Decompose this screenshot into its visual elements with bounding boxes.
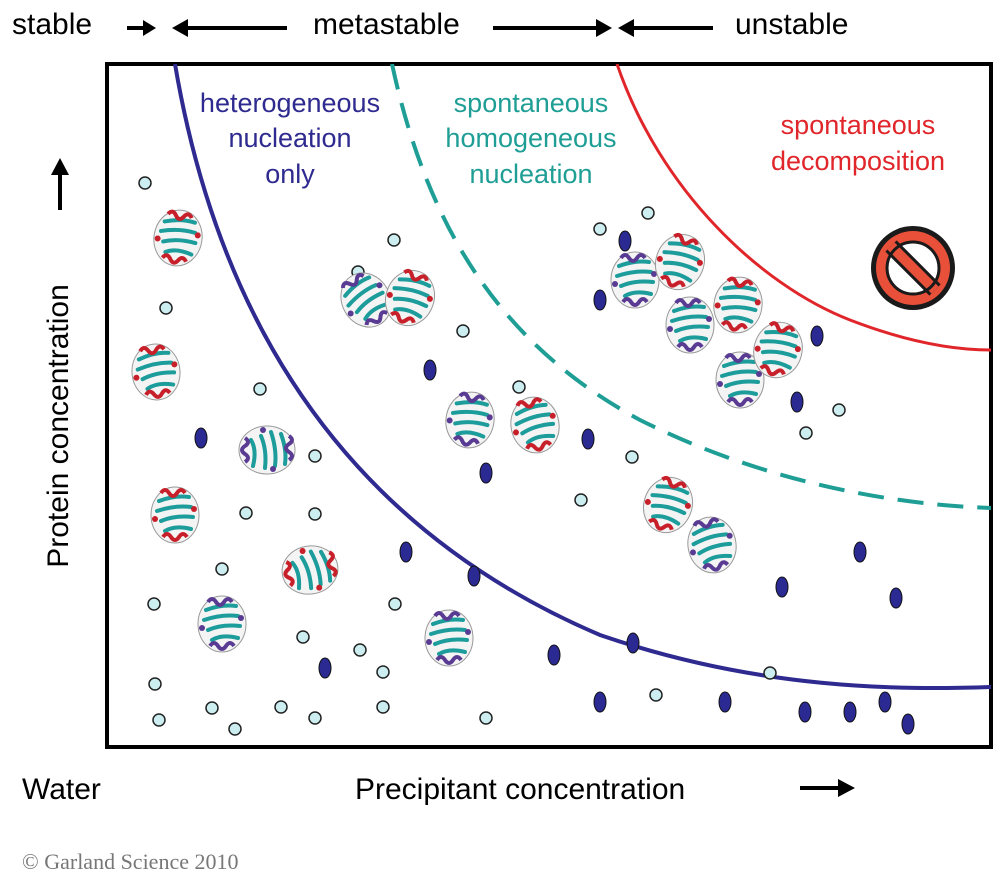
decomposition-region-label: spontaneous decomposition xyxy=(771,110,945,176)
protein-monomer xyxy=(197,595,247,653)
homogeneous-line-3: nucleation xyxy=(469,159,592,189)
no-entry-icon xyxy=(871,226,955,310)
protein-monomer xyxy=(153,209,203,267)
y-axis-up-arrow-icon xyxy=(51,158,69,210)
homogeneous-line-2: homogeneous xyxy=(445,123,616,153)
protein-monomer xyxy=(238,425,296,475)
homogeneous-region-label: spontaneous homogeneous nucleation xyxy=(445,88,616,189)
decomposition-curve xyxy=(615,64,991,352)
protein-monomer xyxy=(131,343,181,401)
protein-monomer xyxy=(445,391,495,449)
protein-monomer xyxy=(610,251,660,309)
protein-molecules xyxy=(131,209,803,667)
protein-monomer xyxy=(713,276,763,334)
protein-monomer xyxy=(753,321,803,379)
metastable-right-arrow-icon xyxy=(493,19,612,37)
protein-monomer xyxy=(654,232,706,291)
heterogeneous-line-1: heterogeneous xyxy=(200,88,380,118)
copyright-credit: © Garland Science 2010 xyxy=(22,849,238,874)
unstable-label: unstable xyxy=(735,8,848,41)
stable-right-arrow-icon xyxy=(127,20,156,36)
x-axis-label: Precipitant concentration xyxy=(355,773,685,806)
protein-monomer xyxy=(687,516,737,574)
heterogeneous-line-2: nucleation xyxy=(228,123,351,153)
water-label: Water xyxy=(22,773,101,806)
protein-monomer xyxy=(384,268,436,327)
heterogeneous-nucleation-curve xyxy=(173,64,991,691)
heterogeneous-line-3: only xyxy=(265,159,315,189)
homogeneous-nucleation-curve xyxy=(390,64,991,510)
decomposition-line-1: spontaneous xyxy=(781,110,936,140)
y-axis-label: Protein concentration xyxy=(42,284,75,568)
stable-label: stable xyxy=(12,8,92,41)
protein-monomer xyxy=(424,609,474,667)
decomposition-line-2: decomposition xyxy=(771,146,945,176)
metastable-label: metastable xyxy=(313,8,460,41)
protein-monomer xyxy=(340,272,392,328)
x-axis-right-arrow-icon xyxy=(800,779,855,797)
precipitant-molecules xyxy=(194,230,915,735)
homogeneous-line-1: spontaneous xyxy=(454,88,609,118)
protein-monomer xyxy=(510,396,560,454)
protein-monomer xyxy=(150,486,200,544)
protein-monomer xyxy=(665,296,715,354)
protein-monomer xyxy=(642,475,694,534)
heterogeneous-region-label: heterogeneous nucleation only xyxy=(200,88,380,189)
metastable-left-arrow-icon xyxy=(172,19,287,37)
unstable-left-arrow-icon xyxy=(618,19,713,37)
protein-monomer xyxy=(281,545,339,595)
small-molecules xyxy=(138,176,846,736)
protein-monomer xyxy=(715,351,765,409)
